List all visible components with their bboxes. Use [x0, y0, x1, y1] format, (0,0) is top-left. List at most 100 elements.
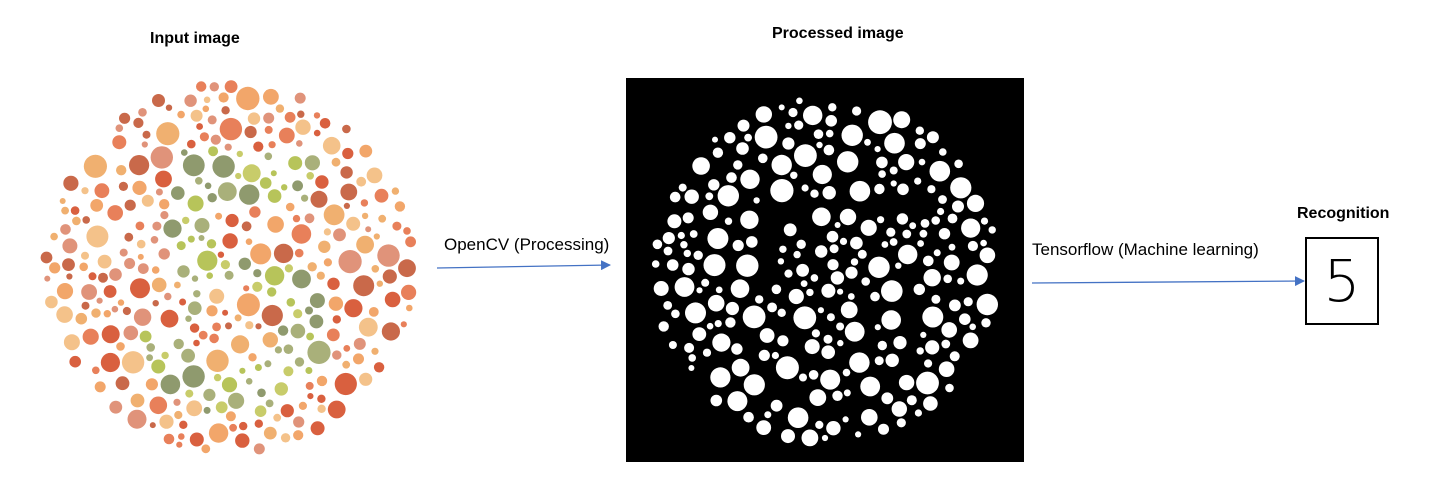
processed-dot	[693, 250, 703, 260]
plate-dot	[63, 334, 80, 351]
processed-dot	[914, 138, 926, 150]
processed-dot	[822, 186, 836, 200]
plate-dot	[234, 314, 242, 322]
plate-dot	[118, 181, 128, 191]
arrow-tensorflow	[1031, 276, 1305, 287]
processed-dot	[712, 136, 718, 143]
plate-dot	[132, 180, 147, 195]
plate-dot	[356, 235, 374, 254]
processed-dot	[850, 236, 863, 250]
processed-dot	[771, 351, 779, 360]
processed-dot	[725, 317, 736, 328]
processed-dot	[702, 204, 719, 220]
plate-dot	[224, 143, 232, 151]
plate-dot	[179, 420, 188, 429]
plate-dot	[225, 411, 236, 422]
plate-dot	[184, 94, 197, 107]
processed-dot	[890, 180, 897, 187]
processed-image	[626, 78, 1024, 462]
plate-dot	[165, 104, 173, 111]
plate-dot	[313, 112, 321, 119]
processed-dot	[685, 302, 706, 324]
processed-dot	[891, 401, 907, 417]
plate-dot	[373, 233, 380, 240]
processed-dot	[852, 106, 862, 116]
processed-dot	[820, 369, 841, 390]
plate-dot	[224, 80, 238, 93]
processed-dot	[731, 358, 750, 377]
plate-dot	[155, 188, 163, 196]
plate-dot	[373, 362, 385, 373]
processed-dot	[678, 183, 687, 192]
plate-dot	[130, 278, 150, 299]
plate-dot	[274, 346, 282, 354]
plate-dot	[267, 189, 282, 203]
processed-dot	[793, 306, 817, 330]
plate-dot	[254, 419, 263, 428]
plate-dot	[82, 328, 99, 345]
plate-dot	[69, 355, 81, 368]
plate-dot	[292, 180, 303, 192]
plate-dot	[81, 301, 90, 310]
plate-dot	[286, 298, 296, 307]
processed-dot	[803, 105, 823, 126]
plate-dot	[83, 154, 107, 178]
plate-dot	[394, 201, 406, 212]
plate-dot	[203, 388, 216, 401]
plate-dot	[149, 396, 168, 415]
plate-dot	[124, 199, 136, 211]
processed-dot	[770, 399, 783, 412]
plate-dot	[208, 423, 229, 443]
processed-dot	[957, 277, 965, 285]
plate-dot	[236, 293, 260, 317]
processed-dot	[811, 329, 820, 338]
processed-dot	[804, 339, 820, 355]
processed-dot	[785, 122, 792, 130]
plate-dot	[215, 401, 228, 414]
plate-dot	[96, 297, 103, 304]
processed-dot	[821, 283, 836, 298]
plate-dot	[358, 317, 378, 337]
plate-dot	[241, 221, 252, 232]
processed-dot	[759, 328, 775, 343]
plate-dot	[206, 305, 218, 317]
processed-dot	[923, 396, 938, 411]
plate-dot	[400, 321, 407, 328]
plate-dot	[130, 393, 145, 408]
processed-dot	[692, 327, 707, 341]
plate-dot	[206, 272, 213, 279]
processed-dot	[893, 111, 911, 129]
plate-dot	[159, 199, 170, 210]
processed-dot	[855, 431, 862, 438]
processed-dot	[812, 164, 832, 185]
processed-dot	[943, 274, 952, 284]
plate-dot	[151, 359, 166, 374]
plate-dot	[61, 206, 69, 215]
plate-dot	[92, 366, 100, 375]
plate-dot	[323, 228, 331, 236]
plate-dot	[123, 325, 139, 341]
processed-dot	[702, 348, 712, 357]
processed-dot	[808, 370, 819, 380]
processed-dot	[790, 171, 798, 179]
plate-dot	[273, 413, 282, 422]
plate-dot	[156, 122, 180, 146]
processed-dot	[755, 295, 764, 304]
plate-dot	[377, 244, 400, 267]
plate-dot	[160, 374, 181, 395]
plate-dot	[220, 260, 230, 270]
processed-dot	[781, 429, 795, 444]
plate-dot	[306, 332, 314, 341]
plate-dot	[181, 348, 196, 363]
processed-dot	[920, 219, 930, 228]
processed-dot	[938, 361, 955, 378]
processed-dot	[870, 291, 880, 302]
processed-dot	[825, 115, 837, 127]
plate-dot	[301, 194, 309, 202]
plate-dot	[292, 269, 311, 289]
processed-dot	[919, 229, 928, 238]
plate-dot	[198, 235, 205, 241]
plate-dot	[155, 170, 172, 188]
processed-dot	[688, 354, 696, 362]
plate-dot	[150, 236, 159, 244]
